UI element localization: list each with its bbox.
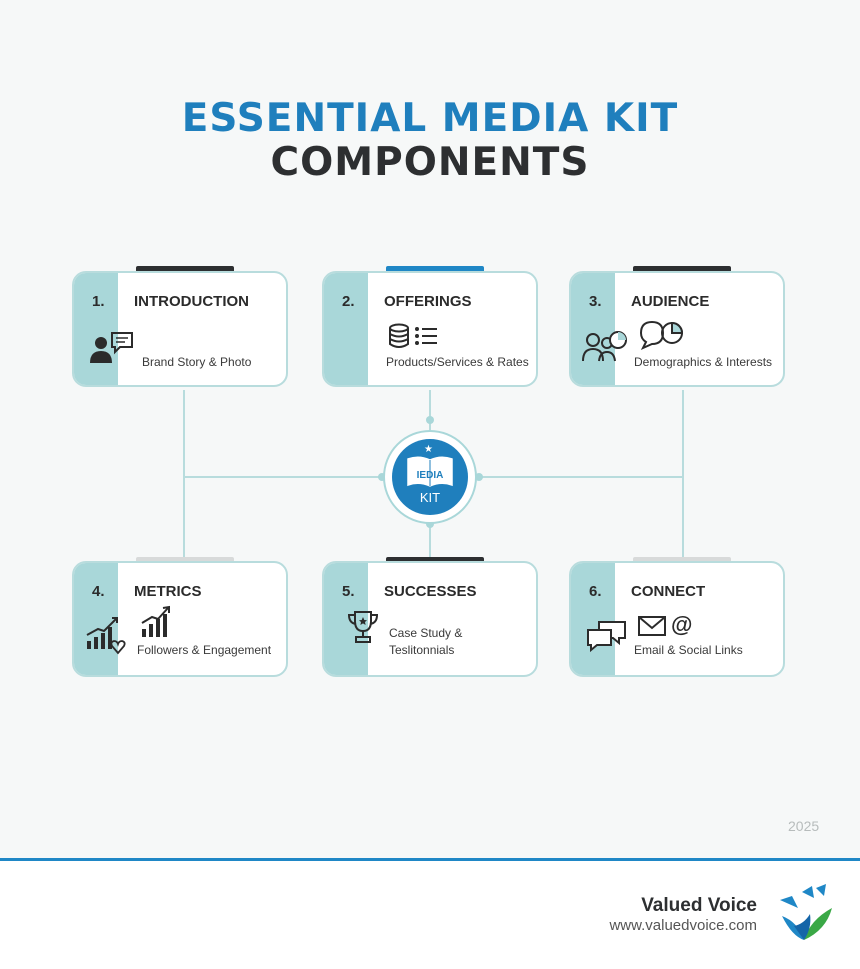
- card-connect: 6. CONNECT @ Email & Social Links: [569, 561, 785, 677]
- card-heading: OFFERINGS: [384, 293, 472, 310]
- card-strip: [571, 273, 615, 385]
- connector-dot-left: [378, 473, 386, 481]
- card-number: 6.: [589, 583, 602, 600]
- card-description: Email & Social Links: [634, 643, 743, 657]
- title-line-1: ESSENTIAL MEDIA KIT: [181, 96, 679, 141]
- card-3-tab: [633, 266, 731, 274]
- card-description-line-1: Case Study &: [389, 626, 463, 640]
- site-url[interactable]: www.valuedvoice.com: [609, 917, 757, 934]
- card-strip: [571, 563, 615, 675]
- envelope-icon: [638, 616, 666, 636]
- card-2-tab: [386, 266, 484, 274]
- footer-divider: [0, 858, 860, 861]
- user-chat-icon: [90, 332, 133, 363]
- card-heading: SUCCESSES: [384, 583, 477, 600]
- card-audience: 3. AUDIENCE Demographics & Interests: [569, 271, 785, 387]
- growth-chart-icon: [141, 605, 170, 637]
- group-pie-icon: [582, 331, 627, 362]
- connector-dot-bottom: [426, 520, 434, 528]
- card-strip: [324, 563, 368, 675]
- card-description: Brand Story & Photo: [142, 355, 252, 369]
- database-icon: [389, 323, 409, 348]
- list-icon: [415, 327, 437, 345]
- card-heading: METRICS: [134, 583, 202, 600]
- title-line-2: COMPONENTS: [270, 140, 590, 185]
- card-number: 5.: [342, 583, 355, 600]
- card-strip: [74, 563, 118, 675]
- card-offerings: 2. OFFERINGS Products/Services & Rates: [322, 271, 538, 387]
- connector-horizontal-left: [185, 476, 383, 478]
- card-metrics: 4. METRICS Followers & Engagement: [72, 561, 288, 677]
- card-heading: INTRODUCTION: [134, 293, 249, 310]
- connector-left-vertical: [183, 390, 185, 561]
- card-description: Demographics & Interests: [634, 355, 773, 369]
- card-1-tab: [136, 266, 234, 274]
- card-number: 4.: [92, 583, 105, 600]
- growth-chart-heart-icon: [86, 617, 126, 655]
- year-label: 2025: [788, 818, 820, 834]
- at-sign-icon: @: [671, 612, 693, 637]
- hub-label-bottom: KIT: [419, 490, 441, 505]
- card-number: 1.: [92, 293, 105, 310]
- connector-horizontal-right: [477, 476, 682, 478]
- connector-dot-top: [426, 416, 434, 424]
- card-strip: [324, 273, 368, 385]
- card-strip: [74, 273, 118, 385]
- book-icon: [407, 456, 453, 487]
- chat-bubbles-icon: [587, 621, 626, 653]
- card-number: 3.: [589, 293, 602, 310]
- card-description: Products/Services & Rates: [386, 355, 529, 369]
- brand-logo-icon: [780, 884, 832, 940]
- connector-top-center: [429, 390, 431, 430]
- connector-dot-right: [475, 473, 483, 481]
- card-description: Followers & Engagement: [137, 643, 272, 657]
- card-successes: 5. SUCCESSES Case Study & Teslitonnials: [322, 561, 538, 677]
- trophy-icon: [347, 611, 379, 643]
- card-description-line-2: Teslitonnials: [389, 643, 455, 657]
- connector-right-vertical: [682, 390, 684, 561]
- card-number: 2.: [342, 293, 355, 310]
- card-introduction: 1. INTRODUCTION Brand Story & Photo: [72, 271, 288, 387]
- brand-name: Valued Voice: [641, 895, 757, 916]
- hub-label-top: IEDIA: [416, 470, 444, 481]
- connector-bottom-center: [429, 524, 431, 561]
- footer: [0, 861, 860, 969]
- star-icon: ★: [424, 444, 433, 455]
- chat-pie-icon: [639, 320, 684, 351]
- card-heading: AUDIENCE: [631, 293, 710, 310]
- card-heading: CONNECT: [631, 583, 706, 600]
